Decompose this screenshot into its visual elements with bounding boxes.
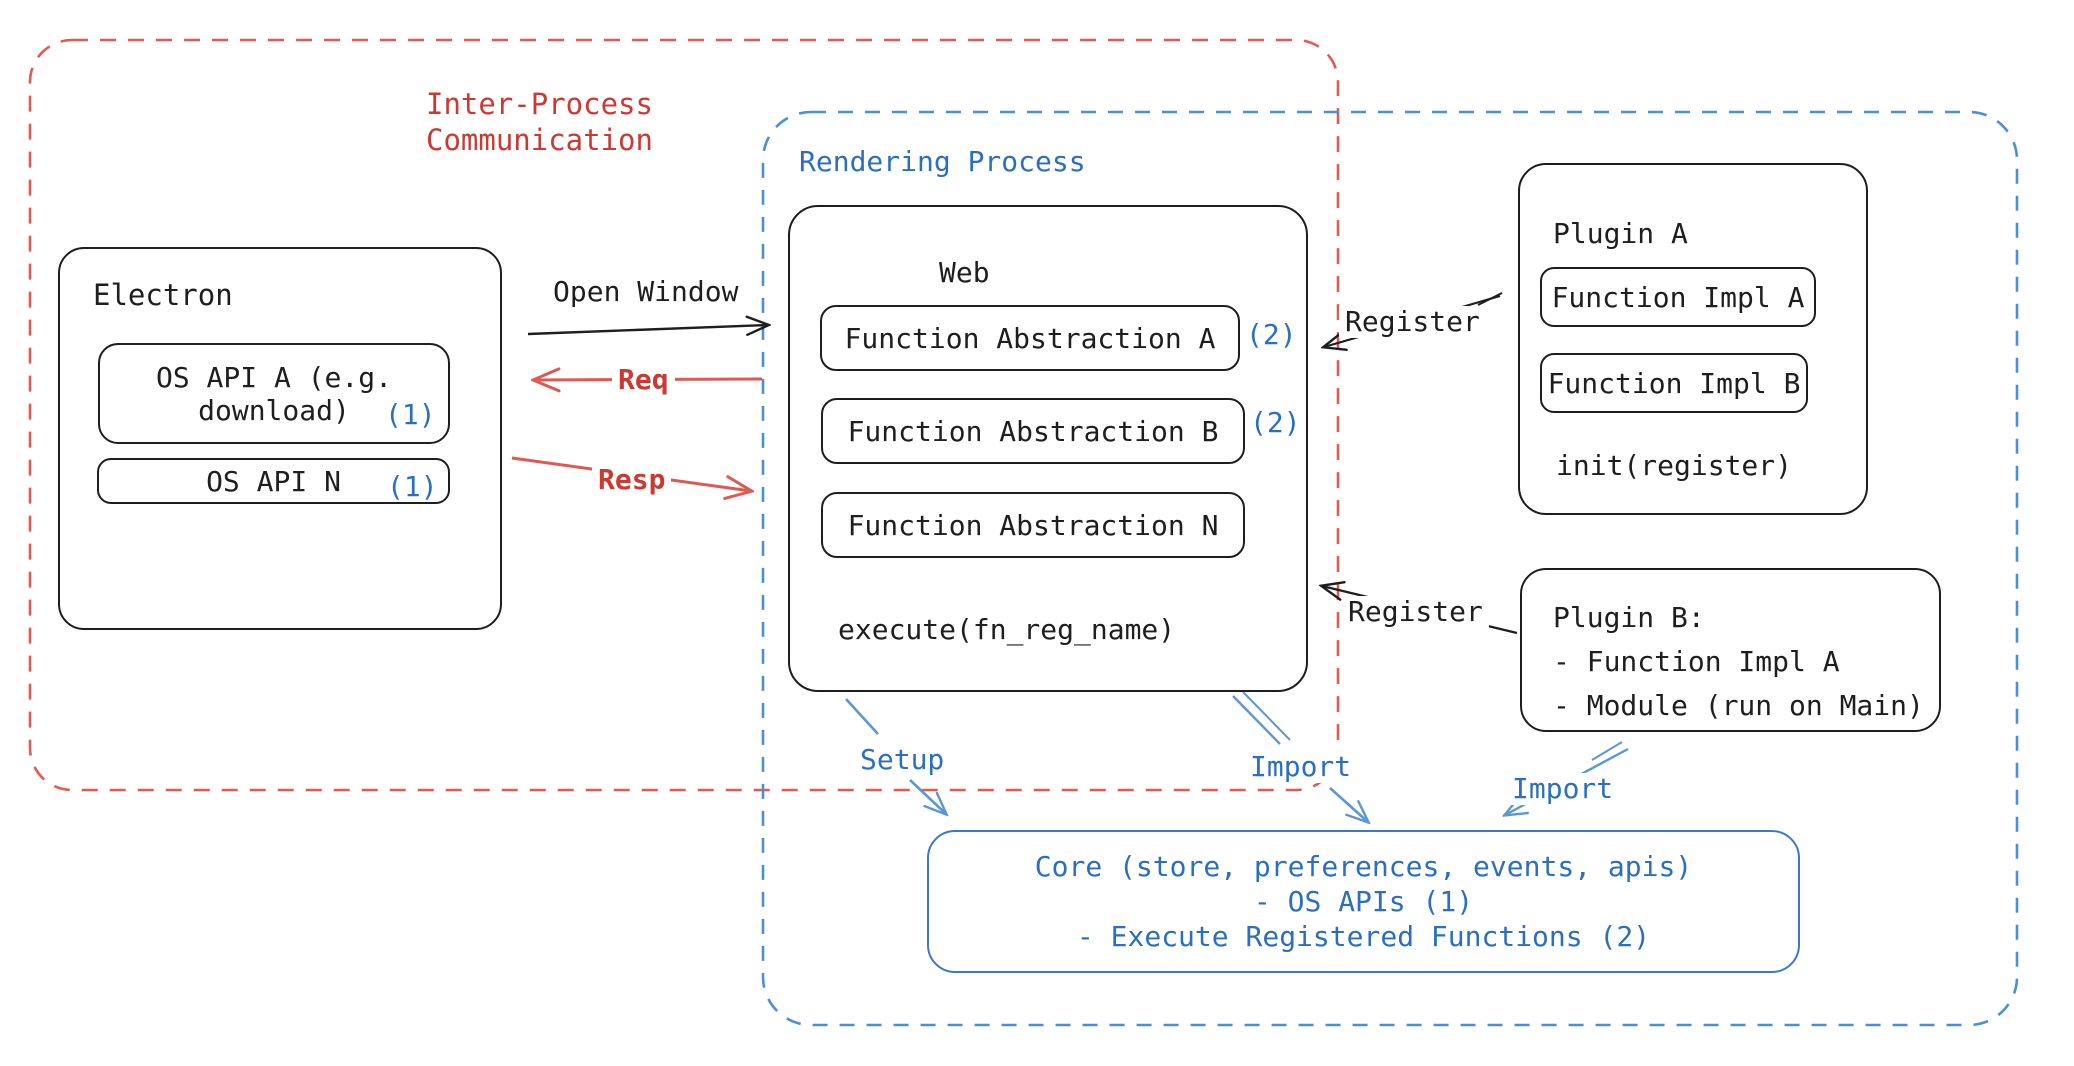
- function-abstraction-n-label: Function Abstraction N: [847, 508, 1219, 542]
- register-a-label: Register: [1339, 306, 1486, 338]
- os-api-n-box: OS API N: [97, 458, 450, 504]
- plugin-b-label: Plugin B:- Function Impl A- Module (run …: [1553, 601, 1924, 722]
- core-label: Core (store, preferences, events, apis)-…: [1034, 850, 1693, 953]
- web-box: [788, 205, 1308, 692]
- function-abstraction-a-label: Function Abstraction A: [844, 321, 1216, 355]
- resp-label: Resp: [592, 464, 672, 496]
- electron-title: Electron: [93, 278, 233, 312]
- function-impl-b-box: Function Impl B: [1540, 353, 1808, 413]
- import-plugin-label: Import: [1506, 773, 1620, 805]
- register-a-arrow-tail: [1477, 292, 1503, 306]
- function-abstraction-a-box: Function Abstraction A: [820, 305, 1240, 371]
- core-box: Core (store, preferences, events, apis)-…: [927, 830, 1800, 973]
- function-abstraction-b-label: Function Abstraction B: [847, 414, 1219, 448]
- setup-label: Setup: [854, 744, 951, 776]
- open-window-arrow: [527, 325, 768, 334]
- function-abstraction-a-ref: (2): [1246, 318, 1297, 351]
- rendering-process-label: Rendering Process: [799, 145, 1086, 178]
- setup-arrow-head: [909, 779, 946, 814]
- function-impl-b-label: Function Impl B: [1547, 366, 1801, 400]
- init-register-label: init(register): [1556, 449, 1793, 482]
- req-label: Req: [612, 364, 675, 396]
- os-api-n-label: OS API N: [206, 464, 341, 498]
- execute-label: execute(fn_reg_name): [838, 613, 1176, 646]
- os-api-a-label: OS API A (e.g.download): [155, 360, 392, 427]
- web-title: Web: [939, 256, 990, 289]
- plugin-a-title: Plugin A: [1553, 217, 1688, 250]
- import-web-arrow-head: [1329, 787, 1368, 822]
- function-impl-a-box: Function Impl A: [1540, 267, 1816, 327]
- os-api-n-ref: (1): [387, 470, 438, 503]
- import-web-arrow-tail: [1232, 695, 1281, 745]
- rendering-dashed-boundary: [761, 110, 2019, 1027]
- os-api-a-ref: (1): [385, 398, 436, 431]
- ipc-dashed-boundary: [28, 38, 1340, 792]
- plugin-b-box: [1520, 568, 1941, 732]
- import-web-arrow-tail2: [1242, 691, 1291, 741]
- setup-arrow-tail: [845, 698, 879, 735]
- os-api-a-box: OS API A (e.g.download): [98, 343, 450, 444]
- function-abstraction-b-box: Function Abstraction B: [821, 398, 1245, 464]
- electron-box: [58, 247, 502, 630]
- function-abstraction-n-box: Function Abstraction N: [821, 492, 1245, 558]
- plugin-a-box: [1518, 163, 1868, 515]
- function-impl-a-label: Function Impl A: [1551, 280, 1805, 314]
- function-abstraction-b-ref: (2): [1250, 406, 1301, 439]
- import-plugin-arrow-tail: [1591, 741, 1623, 761]
- open-window-label: Open Window: [553, 275, 739, 308]
- register-b-label: Register: [1342, 596, 1489, 628]
- import-web-label: Import: [1244, 751, 1358, 783]
